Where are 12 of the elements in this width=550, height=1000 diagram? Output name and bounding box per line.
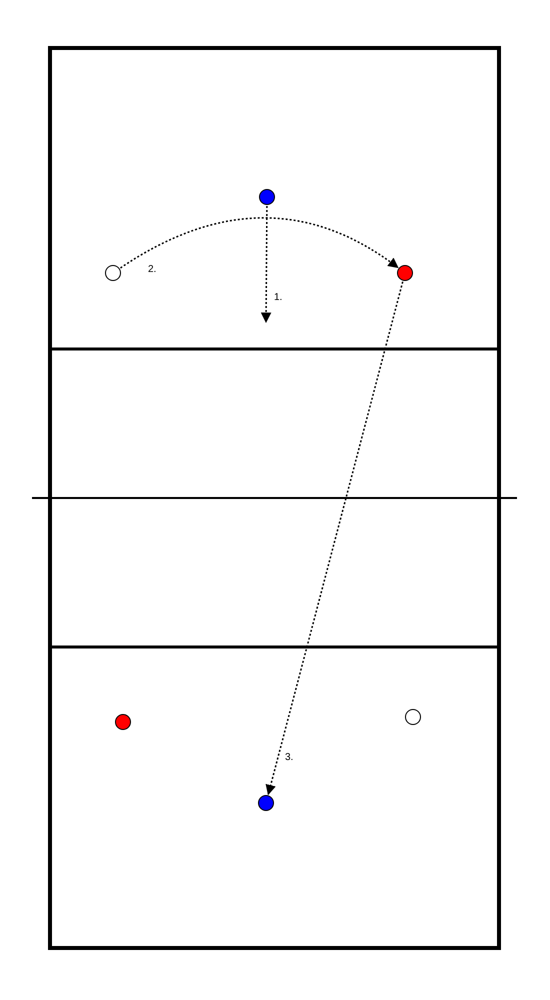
player-marker: [259, 189, 275, 205]
edge-label: 2.: [147, 264, 158, 275]
player-marker: [258, 795, 274, 811]
edge-label: 3.: [284, 752, 294, 763]
edge-label: 1.: [273, 292, 284, 303]
player-marker: [105, 265, 121, 281]
arrow: [120, 217, 399, 269]
player-marker: [115, 714, 131, 730]
player-marker: [405, 709, 421, 725]
player-marker: [397, 265, 413, 281]
arrow: [266, 282, 404, 796]
arrow: [260, 206, 272, 324]
